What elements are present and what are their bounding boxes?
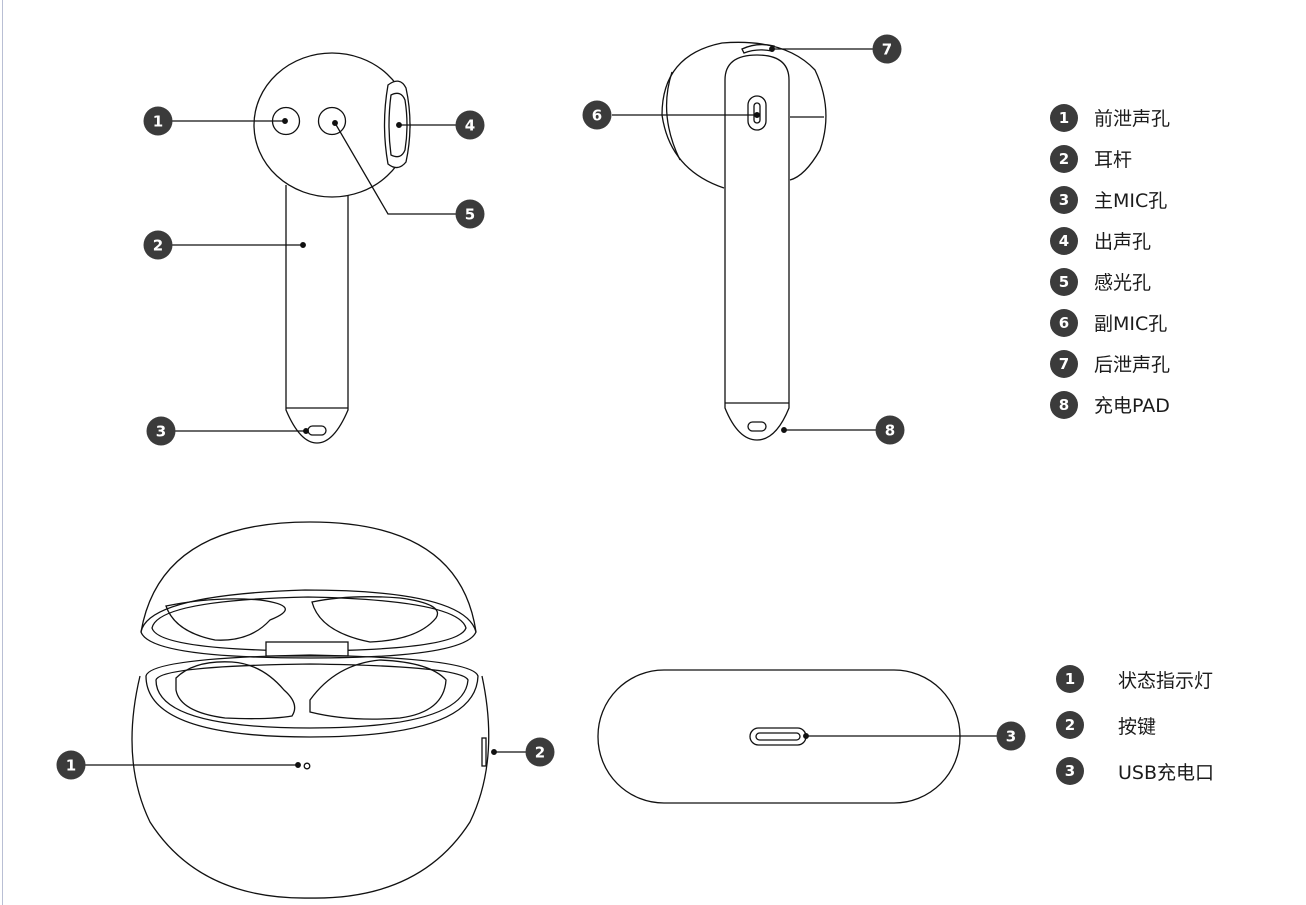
legend-item: 4 出声孔	[1050, 220, 1170, 261]
case-lid-earbud-cavity-right	[311, 596, 439, 643]
legend-badge: 8	[1050, 390, 1078, 419]
legend-badge: 2	[1050, 144, 1078, 173]
badge-front-5	[455, 199, 485, 229]
earbud-back-head-rim	[665, 71, 681, 161]
legend-label: 状态指示灯	[1118, 669, 1214, 692]
legend-item: 1 前泄声孔	[1050, 97, 1170, 138]
legend-badge: 2	[1056, 711, 1084, 739]
case-open-view	[85, 521, 526, 899]
earbud-back-head	[661, 41, 827, 189]
earbud-parts-legend: 1 前泄声孔 2 耳杆 3 主MIC孔 4 出声孔 5 感光孔 6 副MIC孔 …	[1050, 97, 1170, 425]
case-lid-dome	[140, 521, 477, 633]
badge-front-5-text: 5	[465, 206, 475, 224]
legend-label: 前泄声孔	[1094, 108, 1171, 130]
legend-label: 耳杆	[1094, 149, 1133, 171]
legend-label: 后泄声孔	[1094, 354, 1171, 376]
badge-case-3	[996, 721, 1026, 751]
badge-case-1	[56, 750, 86, 780]
legend-badge: 4	[1050, 226, 1078, 255]
badge-case-2	[525, 737, 555, 767]
legend-label: 主MIC孔	[1094, 190, 1168, 212]
callout-badges: 1 2 3 4 5 6 7 8 1 2 3	[56, 34, 1026, 780]
charging-pad	[747, 421, 767, 432]
case-tray-outer	[145, 654, 479, 738]
status-indicator-light	[303, 762, 311, 770]
badge-front-3-text: 3	[156, 423, 166, 441]
legend-item: 1 状态指示灯	[1056, 656, 1214, 702]
legend-label: 充电PAD	[1094, 395, 1170, 417]
case-parts-legend: 1 状态指示灯 2 按键 3 USB充电口	[1056, 656, 1214, 794]
badge-front-2	[143, 230, 173, 260]
legend-badge: 6	[1050, 308, 1078, 337]
case-tray-inner	[155, 663, 469, 729]
legend-badge: 3	[1050, 185, 1078, 214]
legend-item: 7 后泄声孔	[1050, 343, 1170, 384]
legend-item: 2 按键	[1056, 702, 1214, 748]
legend-label: 感光孔	[1094, 272, 1152, 294]
legend-item: 6 副MIC孔	[1050, 302, 1170, 343]
badge-back-8	[875, 415, 905, 445]
badge-front-3	[146, 416, 176, 446]
legend-item: 3 USB充电口	[1056, 748, 1214, 794]
leader-line-5	[334, 122, 456, 215]
legend-badge: 5	[1050, 267, 1078, 296]
legend-item: 8 充电PAD	[1050, 384, 1170, 425]
badge-front-1	[143, 106, 173, 136]
legend-badge: 7	[1050, 349, 1078, 378]
earbud-back-stem	[724, 54, 790, 441]
speaker-outlet	[388, 92, 408, 158]
secondary-mic-inner	[753, 102, 761, 124]
main-mic-hole	[307, 425, 327, 436]
case-lid-earbud-cavity-left	[165, 598, 286, 641]
page-edge-rule	[2, 0, 3, 905]
secondary-mic-hole	[747, 95, 767, 131]
badge-front-2-text: 2	[153, 237, 163, 255]
legend-label: 出声孔	[1094, 231, 1152, 253]
earbud-front-view	[172, 52, 456, 444]
legend-badge: 3	[1056, 757, 1084, 785]
badge-back-6	[582, 100, 612, 130]
badge-back-8-text: 8	[885, 422, 895, 440]
usb-c-port-inner	[755, 732, 801, 741]
legend-badge: 1	[1056, 665, 1084, 693]
badge-front-4	[455, 110, 485, 140]
legend-label: 副MIC孔	[1094, 313, 1168, 335]
light-sensor-hole	[317, 106, 347, 136]
legend-item: 5 感光孔	[1050, 261, 1170, 302]
case-earbud-slot-left	[175, 661, 296, 720]
badge-back-6-text: 6	[592, 107, 602, 125]
case-lid-rim-inner	[151, 596, 467, 652]
badge-case-1-text: 1	[66, 757, 76, 775]
case-body	[131, 675, 490, 899]
legend-item: 3 主MIC孔	[1050, 179, 1170, 220]
badge-case-2-text: 2	[535, 744, 545, 762]
case-bottom-view	[597, 669, 997, 804]
badge-front-4-text: 4	[465, 117, 475, 135]
earbud-back-view	[612, 41, 876, 441]
badge-back-7-text: 7	[882, 41, 892, 59]
badge-front-1-text: 1	[153, 113, 163, 131]
usb-c-port-outer	[749, 727, 807, 746]
legend-label: USB充电口	[1118, 761, 1215, 784]
legend-label: 按键	[1118, 715, 1157, 738]
case-button	[481, 737, 487, 767]
badge-back-7	[872, 34, 902, 64]
case-hinge	[265, 641, 349, 657]
legend-badge: 1	[1050, 103, 1078, 132]
legend-item: 2 耳杆	[1050, 138, 1170, 179]
earbud-front-stem	[285, 185, 349, 444]
case-lid-rim-outer	[140, 589, 477, 659]
case-earbud-slot-right	[309, 659, 447, 720]
badge-case-3-text: 3	[1006, 728, 1016, 746]
